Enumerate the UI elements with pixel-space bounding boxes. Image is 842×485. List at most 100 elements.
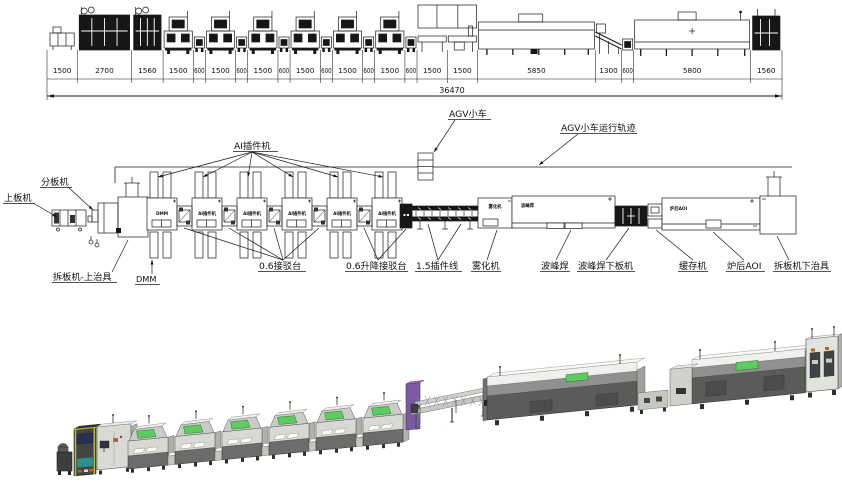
label-ai_machines-text: AI插件机 — [234, 140, 271, 152]
rect — [482, 218, 499, 227]
circle — [119, 435, 123, 439]
rect — [237, 48, 241, 52]
elevation-machine-15-convA — [417, 4, 477, 52]
line — [427, 223, 439, 261]
poly — [763, 374, 785, 392]
circle — [499, 366, 501, 368]
rect — [209, 461, 212, 466]
render-ai-machine-3d-5 — [315, 396, 365, 455]
label-wave_solder: 波峰焊 — [540, 229, 572, 272]
dim-segment-1: 2700 — [95, 66, 114, 75]
screen — [277, 415, 298, 425]
dim-segment-8: 600 — [279, 66, 290, 75]
circle — [112, 414, 114, 416]
circle — [135, 7, 142, 15]
rect — [56, 451, 73, 472]
poly — [805, 333, 842, 340]
rect — [647, 218, 663, 229]
elevation-machine-1-denseE — [78, 6, 130, 51]
rect — [252, 171, 262, 199]
rect — [397, 442, 400, 447]
elevation-machine-10-trE — [320, 36, 332, 52]
poly — [705, 380, 727, 397]
dim-segment-0: 1500 — [53, 66, 72, 75]
rect — [278, 36, 290, 49]
label-depanel_lower-text: 拆板机下治具 — [774, 260, 829, 272]
dim-segment-2: 1560 — [138, 66, 157, 75]
rect — [406, 48, 410, 52]
rect — [407, 39, 415, 46]
rect — [297, 231, 307, 259]
arrowhead — [288, 173, 293, 177]
circle — [739, 10, 742, 14]
rect — [292, 48, 319, 51]
rect — [200, 48, 204, 52]
rect — [84, 469, 88, 472]
line — [111, 239, 129, 273]
rect — [97, 202, 119, 234]
elevation-machine-5-aiE — [206, 11, 235, 54]
arrowhead — [378, 174, 383, 178]
plan-machine-ai-3-text: AI插件机 — [288, 210, 307, 217]
line — [67, 186, 94, 211]
plan-transfer-2 — [221, 205, 238, 227]
dim-segment-9: 1500 — [296, 66, 315, 75]
rect — [410, 403, 419, 414]
line — [469, 395, 476, 406]
rect — [209, 50, 213, 54]
circle — [811, 328, 813, 330]
rect — [223, 33, 232, 43]
render-3d-view — [56, 326, 842, 477]
render-loader-3d — [56, 443, 73, 475]
line — [363, 227, 379, 261]
plan-machine-dmm-text: DMM — [156, 211, 168, 217]
plan-machine-depanel-upper — [116, 177, 149, 238]
render-depanel-lower-3d — [805, 326, 842, 398]
dim-segment-16: 1500 — [453, 66, 472, 75]
arrowhead — [539, 161, 544, 165]
rect — [342, 171, 352, 199]
line — [313, 209, 326, 223]
rect — [405, 36, 417, 49]
rect — [239, 171, 249, 199]
plan-machine-ai-3: AI插件机 — [281, 171, 313, 259]
label-atomizer: 雾化机 — [471, 229, 501, 272]
label-agv_track: AGV小车运行轨迹 — [538, 122, 637, 166]
rect — [363, 36, 375, 49]
rect — [412, 48, 416, 52]
rect — [147, 467, 150, 472]
circle — [78, 227, 82, 232]
elevation-machine-0-loaderE — [49, 26, 75, 50]
plan-conveyor-insert-line — [411, 205, 479, 230]
rect — [342, 231, 352, 259]
poly — [320, 429, 334, 436]
label-wave_unloader: 波峰焊下板机 — [577, 227, 635, 272]
dim-segment-7: 1500 — [254, 66, 273, 75]
rect — [759, 195, 797, 235]
rect — [186, 220, 190, 225]
rect — [334, 48, 361, 51]
rect — [171, 19, 185, 29]
elevation-machine-12-trE — [363, 36, 375, 52]
rect — [790, 395, 794, 401]
line — [712, 231, 745, 261]
poly — [274, 408, 308, 416]
circle — [87, 6, 95, 14]
poly — [308, 441, 317, 452]
render-splitter-3d — [73, 423, 102, 477]
circle — [699, 349, 701, 351]
label-depanel_upper: 拆板机-上治具 — [52, 239, 129, 283]
rect — [812, 360, 818, 364]
rect — [70, 215, 75, 223]
rect — [376, 48, 403, 51]
elevation-machine-14-trE — [405, 36, 417, 52]
rect — [392, 33, 402, 43]
dim-segment-11: 1500 — [338, 66, 357, 75]
rect — [417, 35, 447, 43]
line — [437, 207, 442, 210]
rect — [176, 205, 193, 227]
plan-machine-ai-4-text: AI插件机 — [333, 210, 352, 217]
rect — [256, 19, 270, 29]
